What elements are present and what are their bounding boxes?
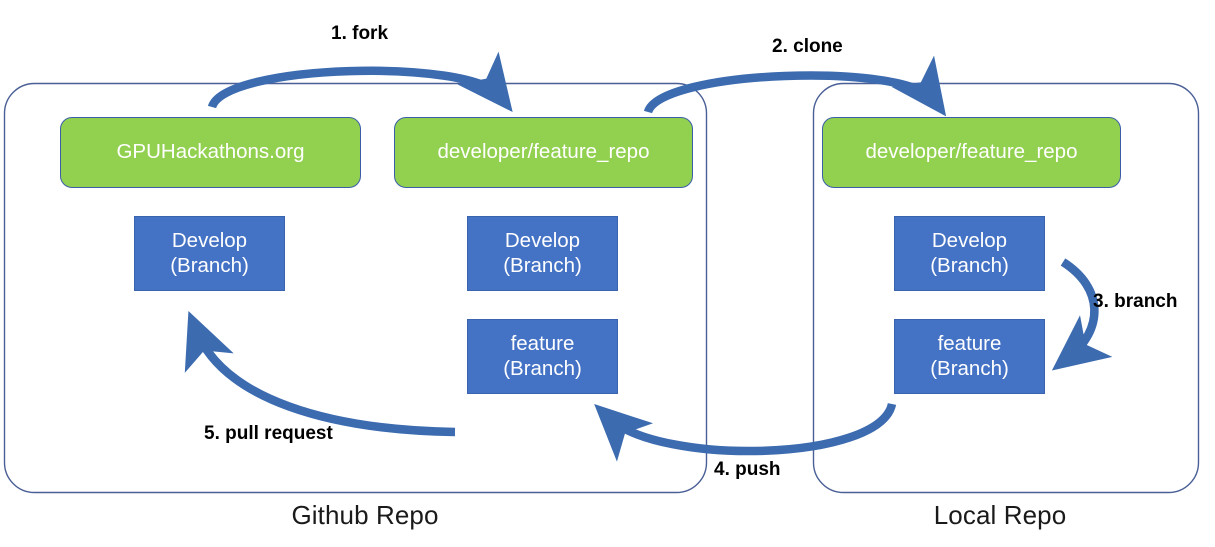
step-label-clone: 2. clone (772, 36, 843, 57)
node-upstream-develop-branch[interactable]: Develop (Branch) (134, 216, 285, 291)
arrow-pull-request (184, 311, 456, 437)
arrow-branch (1051, 258, 1113, 371)
step-label-branch: 3. branch (1093, 291, 1178, 312)
node-fork-develop-branch[interactable]: Develop (Branch) (467, 216, 618, 291)
step-label-fork: 1. fork (331, 23, 389, 44)
arrow-clone (643, 55, 947, 117)
arrow-fork (207, 51, 513, 112)
local-repo-container (812, 82, 1200, 494)
step-label-pull-request: 5. pull request (204, 423, 333, 444)
node-local-feature-branch[interactable]: feature (Branch) (894, 319, 1045, 394)
node-local-repo[interactable]: developer/feature_repo (822, 117, 1121, 188)
arrow-push (594, 402, 897, 462)
group-label-local-repo: Local Repo (933, 500, 1067, 530)
github-repo-container (3, 82, 708, 494)
step-label-push: 4. push (714, 459, 781, 480)
group-label-github-repo: Github Repo (291, 500, 439, 530)
node-fork-feature-branch[interactable]: feature (Branch) (467, 319, 618, 394)
node-local-develop-branch[interactable]: Develop (Branch) (894, 216, 1045, 291)
node-fork-repo[interactable]: developer/feature_repo (394, 117, 693, 188)
node-upstream-repo[interactable]: GPUHackathons.org (60, 117, 361, 188)
